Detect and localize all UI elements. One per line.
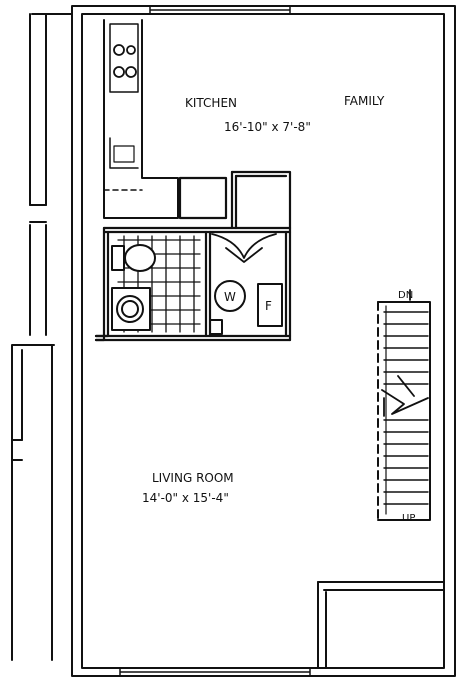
furnace-box <box>257 283 283 327</box>
exterior-walls <box>71 5 456 677</box>
living-room-label: LIVING ROOM <box>152 471 234 485</box>
kitchen-dimensions: 16'-10" x 7'-8" <box>224 120 311 134</box>
kitchen-counter <box>103 19 179 219</box>
stair-landing <box>381 289 429 417</box>
stairs-down-label: DN <box>398 290 413 301</box>
bifold-doors <box>211 233 277 263</box>
stair-treads <box>383 311 429 505</box>
bath-tile-grid <box>117 235 201 333</box>
labels: KITCHEN 16'-10" x 7'-8" FAMILY LIVING RO… <box>142 94 415 524</box>
stairs-up-label: UP <box>402 513 415 524</box>
range-burners <box>113 44 137 78</box>
stair-outline <box>377 301 431 521</box>
adjacent-unit-wall <box>11 13 73 661</box>
kitchen-label: KITCHEN <box>185 96 237 110</box>
family-label: FAMILY <box>344 94 385 108</box>
furnace-label: F <box>265 299 272 313</box>
washer-circle <box>214 280 246 312</box>
washer-label: W <box>224 290 236 304</box>
living-room-dimensions: 14'-0" x 15'-4" <box>142 491 229 505</box>
bottom-window <box>119 667 311 677</box>
lavatory <box>111 287 151 331</box>
core-walls <box>94 170 292 342</box>
toilet <box>111 244 156 272</box>
top-window <box>149 5 291 15</box>
closet-box <box>209 319 223 335</box>
